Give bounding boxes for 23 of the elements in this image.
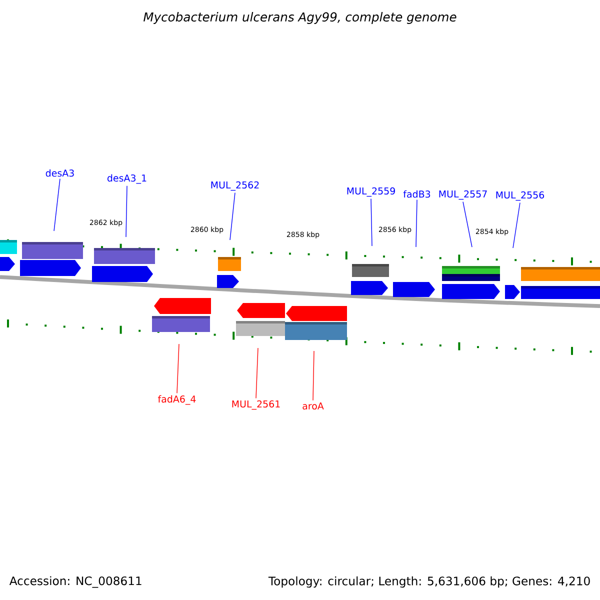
gene-label: fadB3 [403, 190, 430, 198]
gene-label: fadA6_4 [158, 395, 196, 405]
leader-line [312, 350, 314, 401]
gene-label: MUL_2562 [211, 181, 259, 191]
gene-label: MUL_2561 [232, 400, 280, 410]
gene-label: aroA [302, 402, 324, 410]
footer-text: Topology: circular; Length: 5,631,606 bp; Genes: 4,210 [268, 576, 590, 588]
leader-line [126, 185, 128, 238]
leader-line [230, 192, 236, 240]
leader-line [512, 202, 520, 248]
leader-line [256, 348, 258, 399]
title: Mycobacterium ulcerans Agy99, complete genome [144, 12, 456, 24]
gene-label: desA3 [46, 169, 74, 177]
gene-label: MUL_2559 [347, 187, 395, 197]
leader-line [54, 178, 60, 232]
gene-label: desA3_1 [107, 174, 146, 184]
leader-line [416, 199, 418, 248]
leader-line [176, 344, 180, 394]
leader-line [462, 201, 472, 248]
footer-text: Accession: NC_008611 [9, 576, 142, 588]
gene-label: MUL_2556 [496, 191, 544, 201]
leader-line [370, 198, 372, 246]
gene-label: MUL_2557 [439, 190, 487, 200]
